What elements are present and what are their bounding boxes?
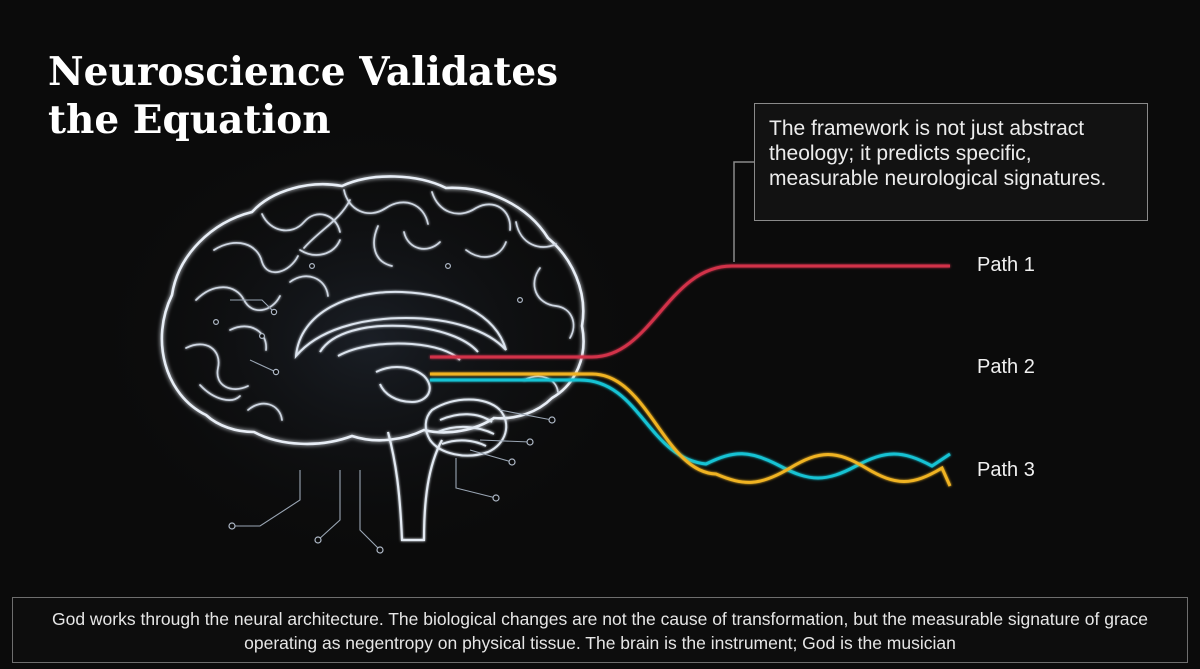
callout-connector: [733, 161, 754, 262]
path-3-label: Path 3: [977, 459, 1035, 481]
path-3-line-cyan: [430, 378, 951, 480]
slide-title: Neuroscience Validates the Equation: [48, 48, 608, 144]
brain-outline: [160, 175, 585, 446]
cerebellum: [424, 398, 508, 457]
path-3-line-yellow: [430, 372, 952, 487]
brain-stem: [386, 431, 443, 542]
callout-text: The framework is not just abstract theol…: [769, 117, 1107, 190]
slide-title-line-1: Neuroscience Validates: [48, 49, 559, 95]
caption-bar: God works through the neural architectur…: [12, 597, 1188, 663]
path-1-line: [430, 264, 950, 359]
path-2-label: Path 2: [977, 356, 1035, 378]
brain-illustration: [110, 130, 630, 554]
path-1-label: Path 1: [977, 254, 1035, 276]
slide-title-line-2: the Equation: [48, 97, 331, 143]
caption-text: God works through the neural architectur…: [51, 609, 1148, 653]
callout-box: The framework is not just abstract theol…: [754, 103, 1148, 221]
